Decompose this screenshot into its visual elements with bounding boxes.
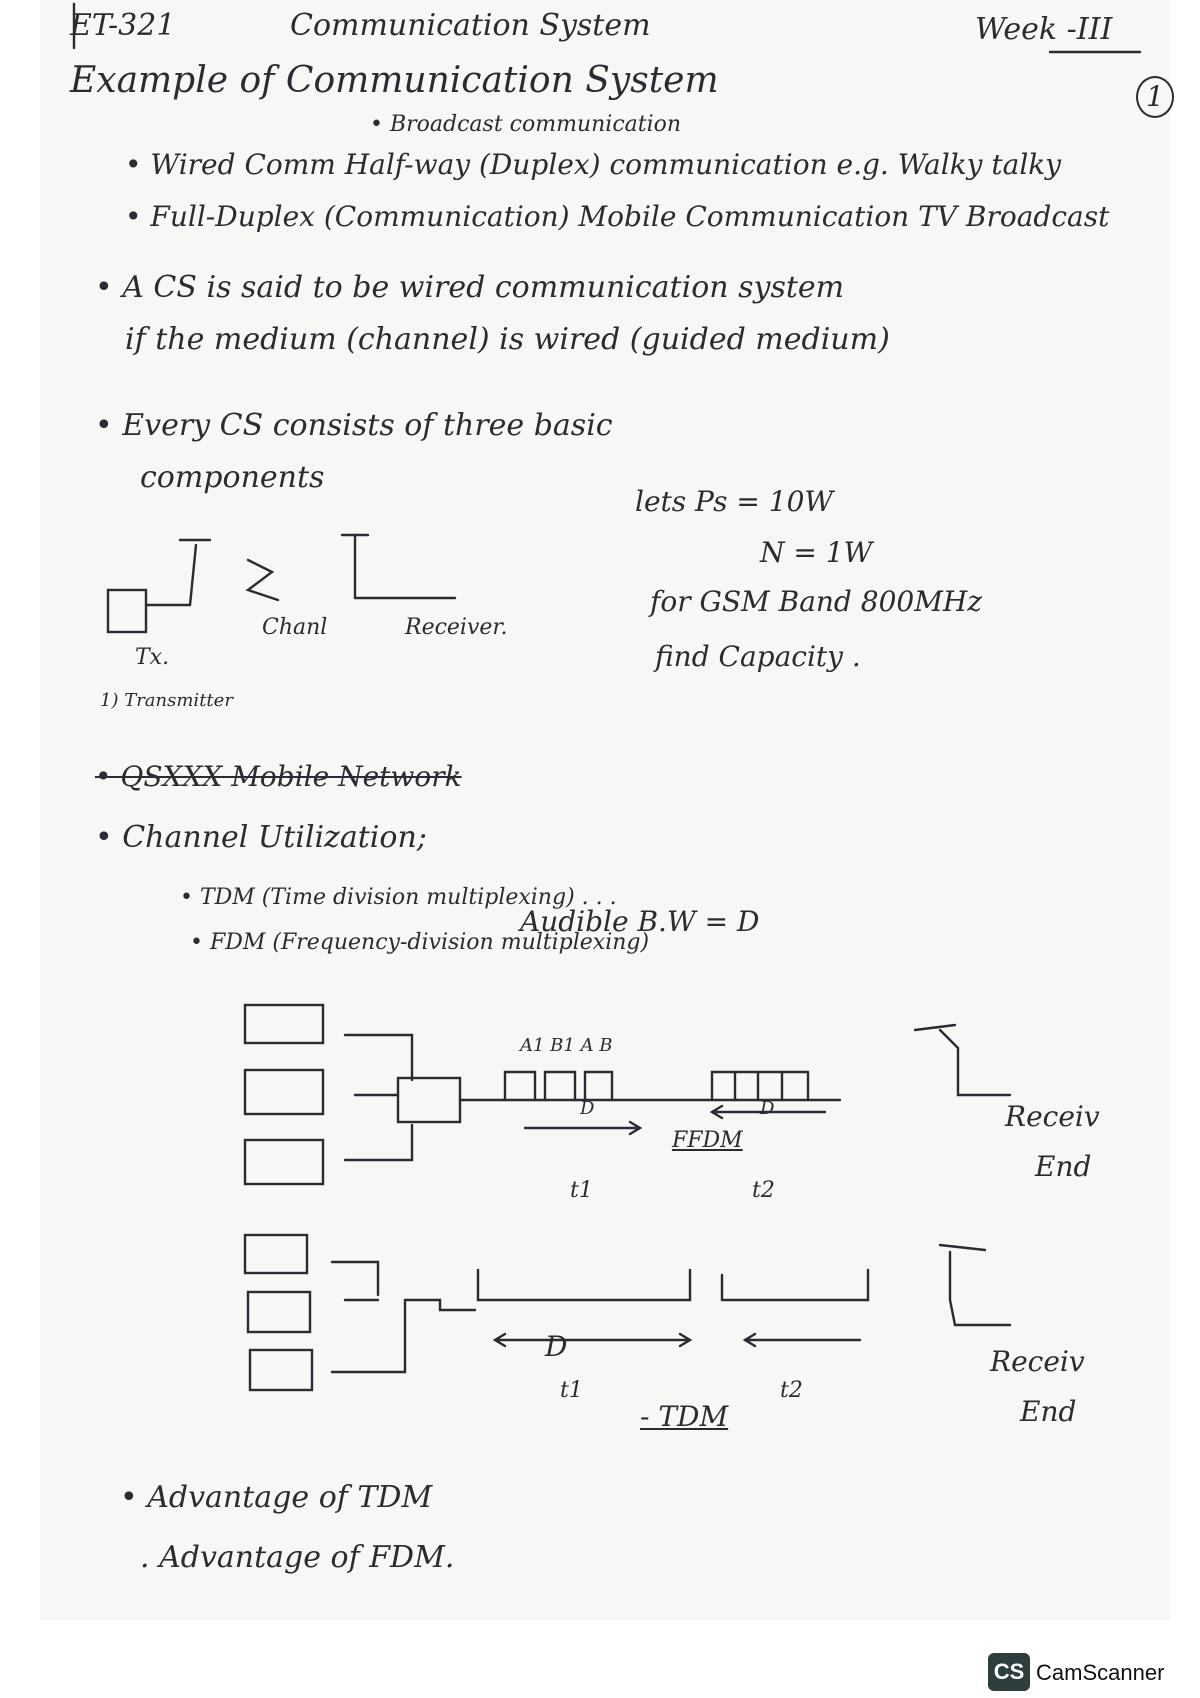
noise-value: N = 1W xyxy=(760,536,873,569)
advantage-fdm: . Advantage of FDM. xyxy=(140,1540,455,1575)
fdm-rx-antenna xyxy=(913,1023,1012,1097)
mobile-network-line: • QSXXX Mobile Network xyxy=(95,760,462,793)
tdm-label: - TDM xyxy=(640,1400,729,1433)
tx-antenna-mast xyxy=(188,543,198,607)
notebook-page xyxy=(40,0,1170,1620)
tdm-frame-1 xyxy=(476,1268,692,1302)
course-code: ET-321 xyxy=(70,8,176,43)
t2-label-b: t2 xyxy=(780,1378,803,1403)
wired-cs-line-2: if the medium (channel) is wired (guided… xyxy=(125,322,890,357)
t1-label-b: t1 xyxy=(560,1378,583,1403)
fdm-d-arrow-2 xyxy=(709,1104,827,1120)
camscanner-watermark-text: CamScanner xyxy=(1036,1660,1165,1685)
tdm-d-arrow-2 xyxy=(742,1332,862,1348)
tx-label: Tx. xyxy=(135,645,170,670)
camscanner-logo-icon: CS xyxy=(988,1653,1030,1691)
components-line-2: components xyxy=(140,460,325,495)
channel-label: Chanl xyxy=(262,615,328,640)
receive-end-2a: Receiv xyxy=(990,1345,1085,1378)
t1-label-a: t1 xyxy=(570,1178,593,1203)
full-duplex-line: • Full-Duplex (Communication) Mobile Com… xyxy=(125,200,1110,233)
advantage-tdm: • Advantage of TDM xyxy=(120,1480,433,1515)
fdm-input-box-3 xyxy=(243,1138,325,1186)
tdm-wire-3 xyxy=(330,1298,477,1374)
lets-ps: lets Ps = 10W xyxy=(635,485,834,518)
d-arrow-label-2: D xyxy=(760,1098,775,1119)
fdm-input-box-1 xyxy=(243,1003,325,1045)
tdm-d-arrow-1 xyxy=(492,1332,693,1348)
ffdm-label: FFDM xyxy=(672,1128,743,1153)
broadcast-line: • Broadcast communication xyxy=(370,112,682,137)
fdm-definition: • FDM (Frequency-division multiplexing) xyxy=(190,930,650,955)
fdm-wire-1 xyxy=(343,1033,414,1082)
fdm-slots-b xyxy=(710,1070,810,1102)
week-label: Week -III xyxy=(975,12,1113,47)
course-title: Communication System xyxy=(290,8,651,43)
tx-box xyxy=(106,588,148,634)
page-number: 1 xyxy=(1136,76,1174,118)
fdm-d-arrow-1 xyxy=(523,1120,643,1136)
audible-bw: Audible B.W = D xyxy=(520,905,760,938)
half-duplex-line: • Wired Comm Half-way (Duplex) communica… xyxy=(125,148,1062,181)
page-title: Example of Communication System xyxy=(70,60,719,101)
tdm-wire-1 xyxy=(330,1260,380,1297)
receive-end-1b: End xyxy=(1035,1150,1092,1183)
tdm-input-box-1 xyxy=(243,1233,309,1275)
fdm-wire-3 xyxy=(343,1123,414,1162)
find-capacity: find Capacity . xyxy=(655,640,861,673)
d-arrow-label-1: D xyxy=(580,1098,595,1119)
receive-end-2b: End xyxy=(1020,1395,1077,1428)
slot-labels: A1 B1 A B xyxy=(520,1035,613,1056)
tdm-input-box-2 xyxy=(246,1290,312,1334)
tdm-definition: • TDM (Time division multiplexing) . . . xyxy=(180,885,617,910)
gsm-band: for GSM Band 800MHz xyxy=(650,585,983,618)
channel-utilization: • Channel Utilization; xyxy=(95,820,427,855)
transmitter-item: 1) Transmitter xyxy=(100,690,233,711)
receive-end-1a: Receiv xyxy=(1005,1100,1100,1133)
d-arrow-label-3: D xyxy=(545,1330,568,1363)
tdm-rx-antenna xyxy=(938,1243,1012,1327)
fdm-slots-a xyxy=(503,1070,614,1102)
fdm-mux-box xyxy=(396,1076,462,1124)
receiver-label: Receiver. xyxy=(405,615,508,640)
wired-cs-line-1: • A CS is said to be wired communication… xyxy=(95,270,845,305)
tdm-input-box-3 xyxy=(248,1348,314,1392)
t2-label-a: t2 xyxy=(752,1178,775,1203)
channel-zigzag xyxy=(245,558,280,602)
fdm-input-box-2 xyxy=(243,1068,325,1116)
tdm-frame-2 xyxy=(720,1268,870,1302)
components-line-1: • Every CS consists of three basic xyxy=(95,408,613,443)
